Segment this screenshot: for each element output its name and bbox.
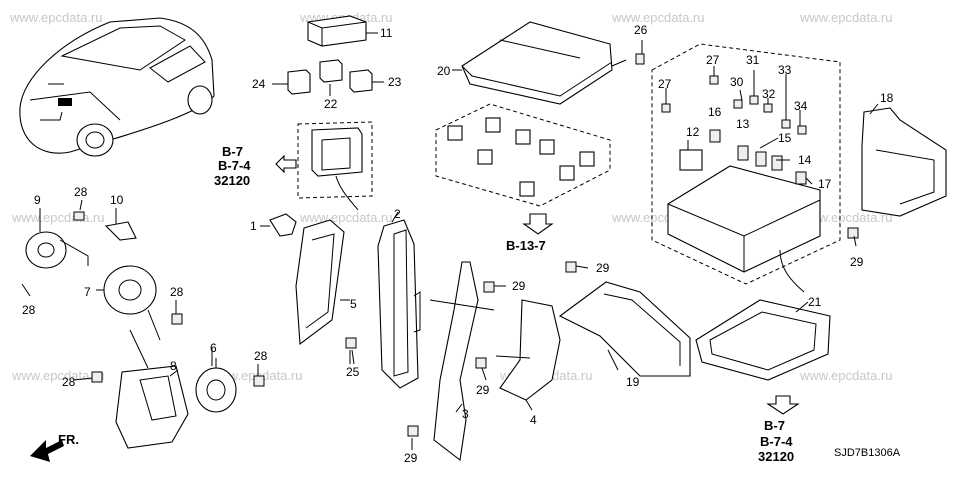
bracket-4 bbox=[495, 299, 561, 401]
clip-1 bbox=[269, 213, 297, 237]
relays-22-24 bbox=[272, 59, 384, 96]
callout-8: 8 bbox=[170, 359, 177, 373]
reference-label: B-7 bbox=[764, 418, 785, 433]
callout-25: 25 bbox=[346, 365, 360, 379]
callout-19: 19 bbox=[626, 375, 640, 389]
bolts-29 bbox=[407, 227, 859, 437]
callout-28: 28 bbox=[22, 303, 36, 317]
callout-33: 33 bbox=[778, 63, 792, 77]
reference-label: B-7-4 bbox=[760, 434, 793, 449]
direction-label: FR. bbox=[58, 432, 79, 447]
callout-17: 17 bbox=[818, 177, 832, 191]
watermark: www.epcdata.ru bbox=[9, 10, 103, 25]
under-hood-fuse-box bbox=[635, 43, 841, 293]
callout-29: 29 bbox=[476, 383, 490, 397]
horn-7 bbox=[96, 265, 183, 341]
watermark: www.epcdata.ru bbox=[799, 368, 893, 383]
callout-28: 28 bbox=[62, 375, 76, 389]
callout-27: 27 bbox=[706, 53, 720, 67]
callout-30: 30 bbox=[730, 75, 744, 89]
front-direction-indicator: FR. bbox=[30, 432, 79, 462]
cover-5 bbox=[295, 219, 350, 346]
callout-29: 29 bbox=[850, 255, 864, 269]
reference-label: 32120 bbox=[214, 173, 250, 188]
callout-34: 34 bbox=[794, 99, 808, 113]
callout-1: 1 bbox=[250, 219, 257, 233]
watermark: www.epcdata.ru bbox=[799, 10, 893, 25]
callout-29: 29 bbox=[596, 261, 610, 275]
callout-27: 27 bbox=[658, 77, 672, 91]
callout-22: 22 bbox=[324, 97, 338, 111]
callout-6: 6 bbox=[210, 341, 217, 355]
fuse-box-cover-20 bbox=[452, 21, 613, 105]
callout-28: 28 bbox=[254, 349, 268, 363]
reference-label: B-7 bbox=[222, 144, 243, 159]
bracket-8 bbox=[91, 329, 189, 449]
watermark: www.epcdata.ru bbox=[799, 210, 893, 225]
callout-14: 14 bbox=[798, 153, 812, 167]
watermark: www.epcdata.ru bbox=[11, 368, 105, 383]
watermark: www.epcdata.ru bbox=[611, 10, 705, 25]
callout-4: 4 bbox=[530, 413, 537, 427]
reference-label: B-7-4 bbox=[218, 158, 251, 173]
bracket-18 bbox=[861, 107, 947, 217]
fuse-box-location-marker bbox=[58, 98, 72, 106]
callout-9: 9 bbox=[34, 193, 41, 207]
leader-lines bbox=[21, 32, 879, 450]
diagram-code: SJD7B1306A bbox=[834, 447, 901, 459]
watermark: www.epcdata.ru bbox=[11, 210, 105, 225]
callout-7: 7 bbox=[84, 285, 91, 299]
callouts: 1 2 3 4 5 6 7 8 9 10 11 12 13 14 15 16 1… bbox=[22, 23, 894, 465]
reference-right: B-7 B-7-4 32120 bbox=[758, 395, 800, 464]
callout-12: 12 bbox=[686, 125, 700, 139]
callout-29: 29 bbox=[404, 451, 418, 465]
connector-detail bbox=[297, 121, 373, 211]
reference-center: B-13-7 bbox=[506, 238, 546, 253]
callout-28: 28 bbox=[74, 185, 88, 199]
bracket-19 bbox=[558, 281, 691, 377]
callout-23: 23 bbox=[388, 75, 402, 89]
callout-28: 28 bbox=[170, 285, 184, 299]
bracket-10 bbox=[73, 211, 137, 241]
ecu-2 bbox=[377, 219, 421, 389]
callout-2: 2 bbox=[394, 207, 401, 221]
callout-15: 15 bbox=[778, 131, 792, 145]
callout-3: 3 bbox=[462, 407, 469, 421]
callout-10: 10 bbox=[110, 193, 124, 207]
callout-29: 29 bbox=[512, 279, 526, 293]
callout-20: 20 bbox=[437, 64, 451, 78]
watermark: www.epcdata.ru bbox=[299, 210, 393, 225]
reference-left: B-7 B-7-4 32120 bbox=[214, 144, 297, 188]
callout-11: 11 bbox=[380, 26, 393, 40]
relay-cluster bbox=[435, 103, 611, 235]
bolt-25 bbox=[345, 337, 357, 364]
tray-21 bbox=[695, 299, 831, 381]
horn-6 bbox=[195, 358, 265, 413]
callout-16: 16 bbox=[708, 105, 722, 119]
callout-18: 18 bbox=[880, 91, 894, 105]
callout-26: 26 bbox=[634, 23, 648, 37]
callout-31: 31 bbox=[746, 53, 760, 67]
callout-21: 21 bbox=[808, 295, 822, 309]
callout-13: 13 bbox=[736, 117, 750, 131]
reference-label: 32120 bbox=[758, 449, 794, 464]
callout-32: 32 bbox=[762, 87, 776, 101]
callout-5: 5 bbox=[350, 297, 357, 311]
callout-24: 24 bbox=[252, 77, 266, 91]
bracket-3 bbox=[429, 261, 495, 462]
horn-9 bbox=[25, 208, 89, 269]
vehicle-illustration bbox=[19, 17, 215, 157]
